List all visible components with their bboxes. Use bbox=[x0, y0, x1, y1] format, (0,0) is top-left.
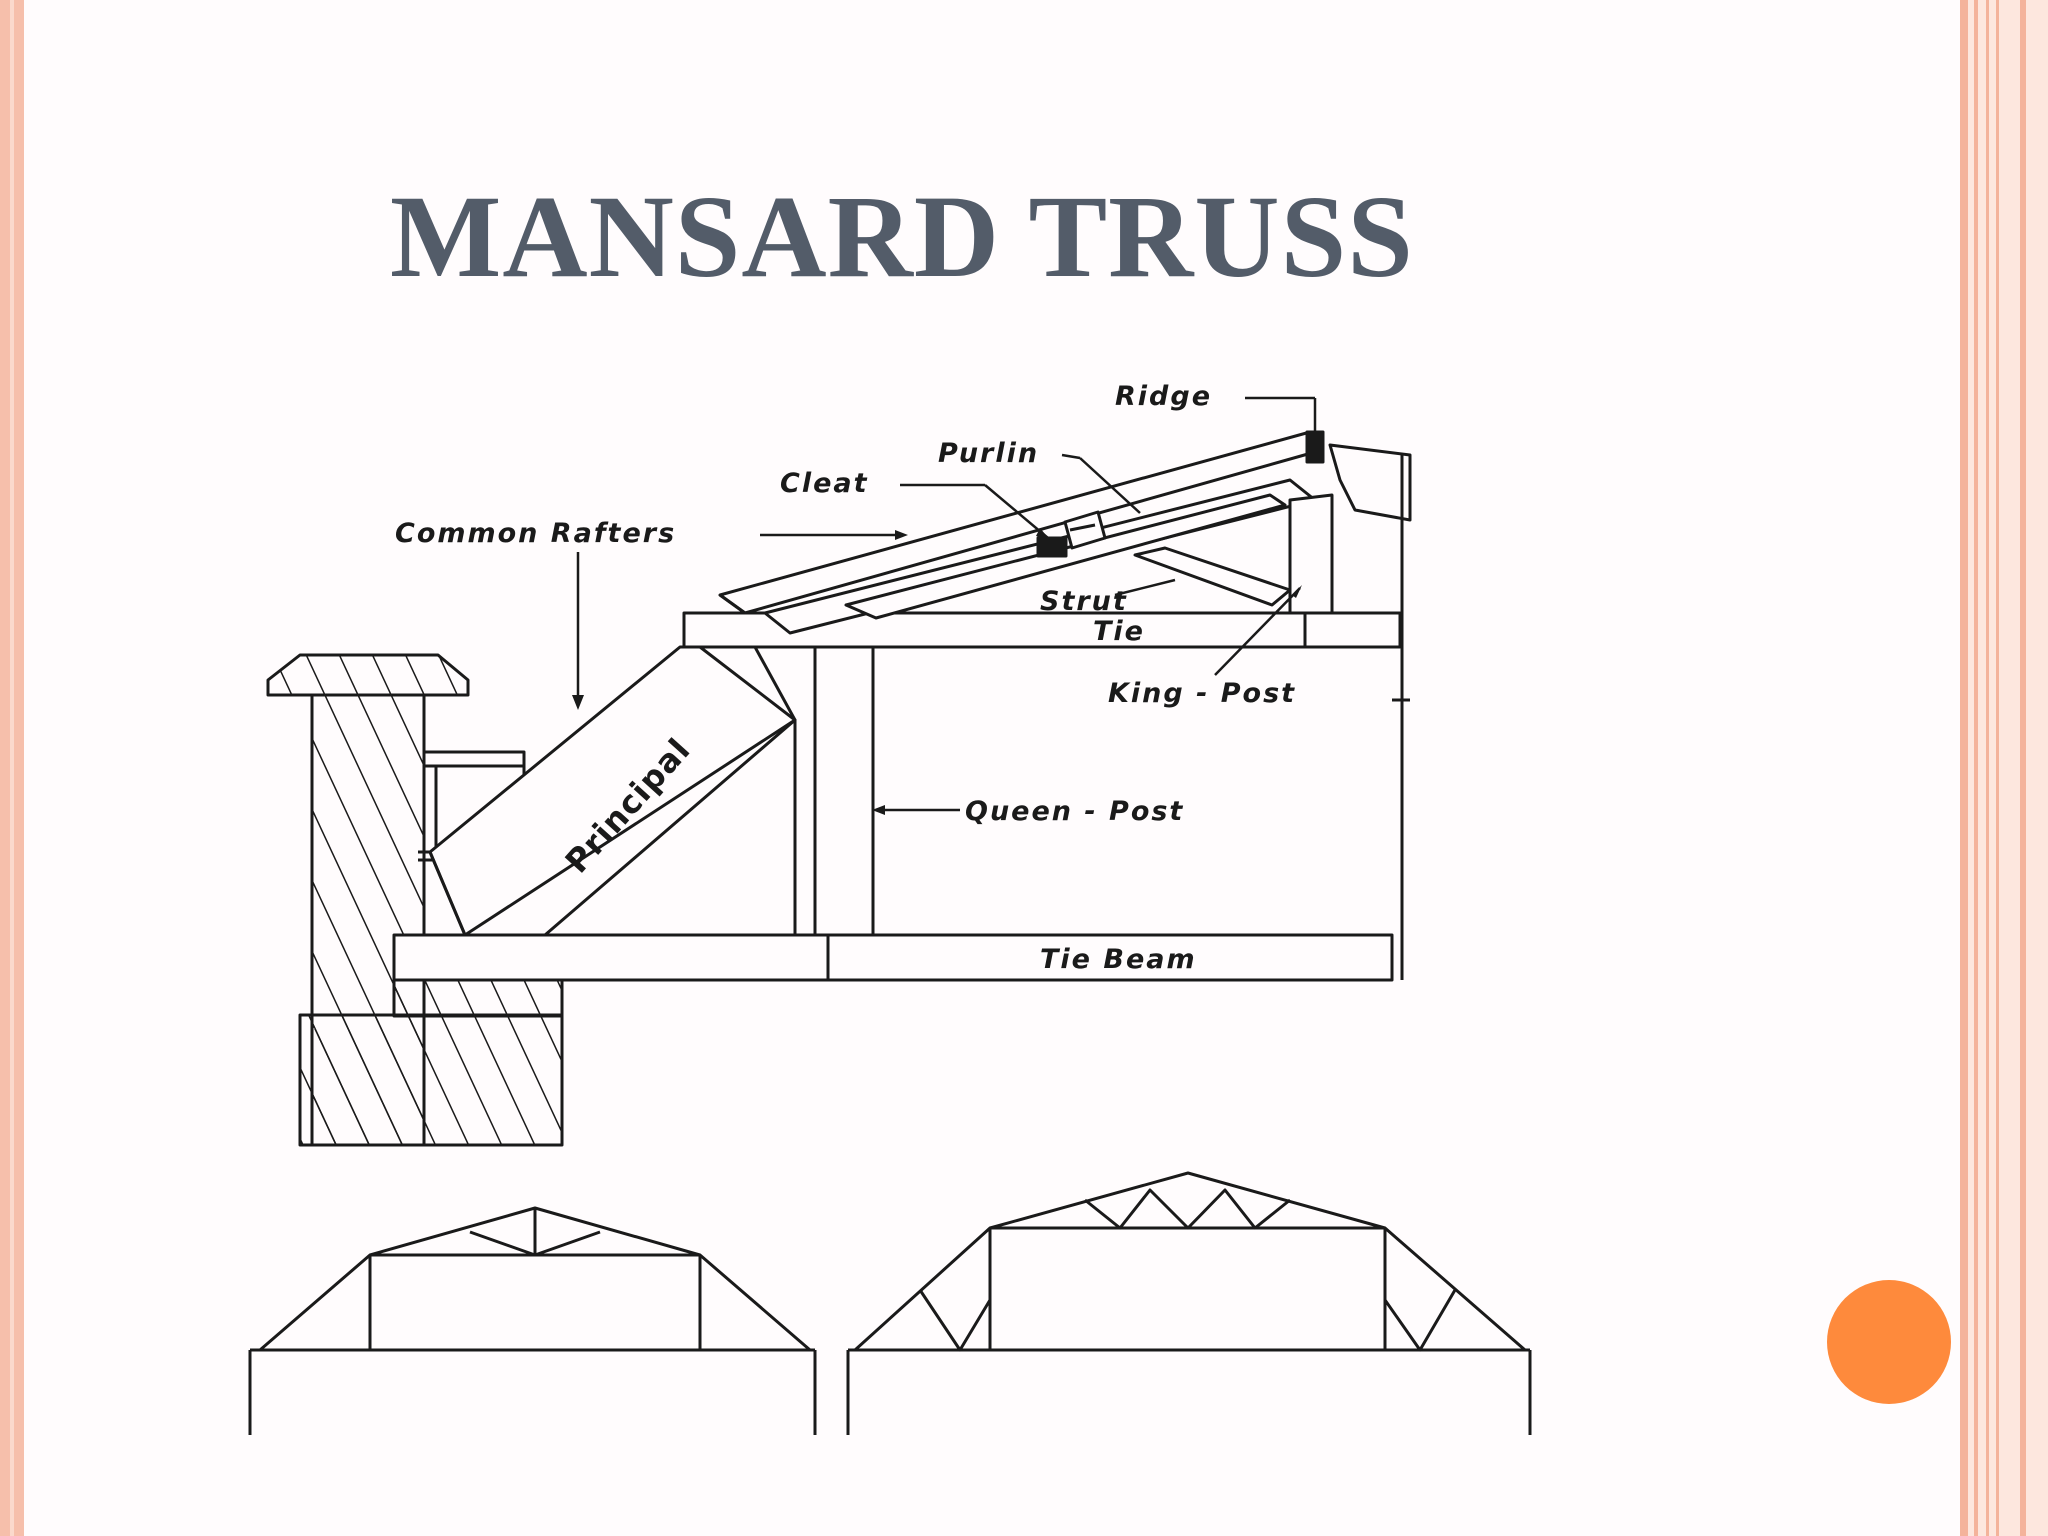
label-ridge: Ridge bbox=[1115, 381, 1212, 412]
right-border-line bbox=[2020, 0, 2026, 1536]
tie-beam bbox=[392, 925, 1394, 982]
left-frame-border bbox=[0, 0, 24, 1536]
label-cleat: Cleat bbox=[780, 468, 869, 499]
label-purlin: Purlin bbox=[938, 438, 1039, 469]
principal-rafter bbox=[428, 645, 797, 937]
label-tie-beam: Tie Beam bbox=[1040, 944, 1197, 975]
slide-title: MANSARD TRUSS bbox=[390, 171, 1414, 302]
right-border-line bbox=[1974, 0, 1978, 1536]
ridge-block bbox=[1305, 430, 1325, 464]
label-common-rafters: Common Rafters bbox=[395, 518, 676, 549]
right-border-line bbox=[1996, 0, 1999, 1536]
label-king-post: King - Post bbox=[1108, 678, 1296, 709]
right-border-line bbox=[1986, 0, 1989, 1536]
purlin-mark bbox=[1069, 523, 1096, 532]
king-post bbox=[1288, 443, 1412, 615]
right-frame-border bbox=[1960, 0, 2048, 1536]
small-mansard-truss-right bbox=[846, 1171, 1532, 1435]
leader-arrowheads bbox=[572, 528, 1302, 815]
small-mansard-truss-left bbox=[248, 1206, 817, 1435]
right-border-line bbox=[1960, 0, 1968, 1536]
leader-lines bbox=[576, 396, 1317, 812]
label-queen-post: Queen - Post bbox=[965, 796, 1184, 827]
label-strut: Strut bbox=[1040, 586, 1128, 617]
label-tie: Tie bbox=[1093, 616, 1145, 647]
accent-circle bbox=[1827, 1280, 1951, 1404]
strut bbox=[1133, 546, 1292, 607]
queen-post bbox=[813, 645, 875, 937]
purlin-block bbox=[1063, 510, 1107, 550]
cleat-block bbox=[1036, 536, 1068, 558]
